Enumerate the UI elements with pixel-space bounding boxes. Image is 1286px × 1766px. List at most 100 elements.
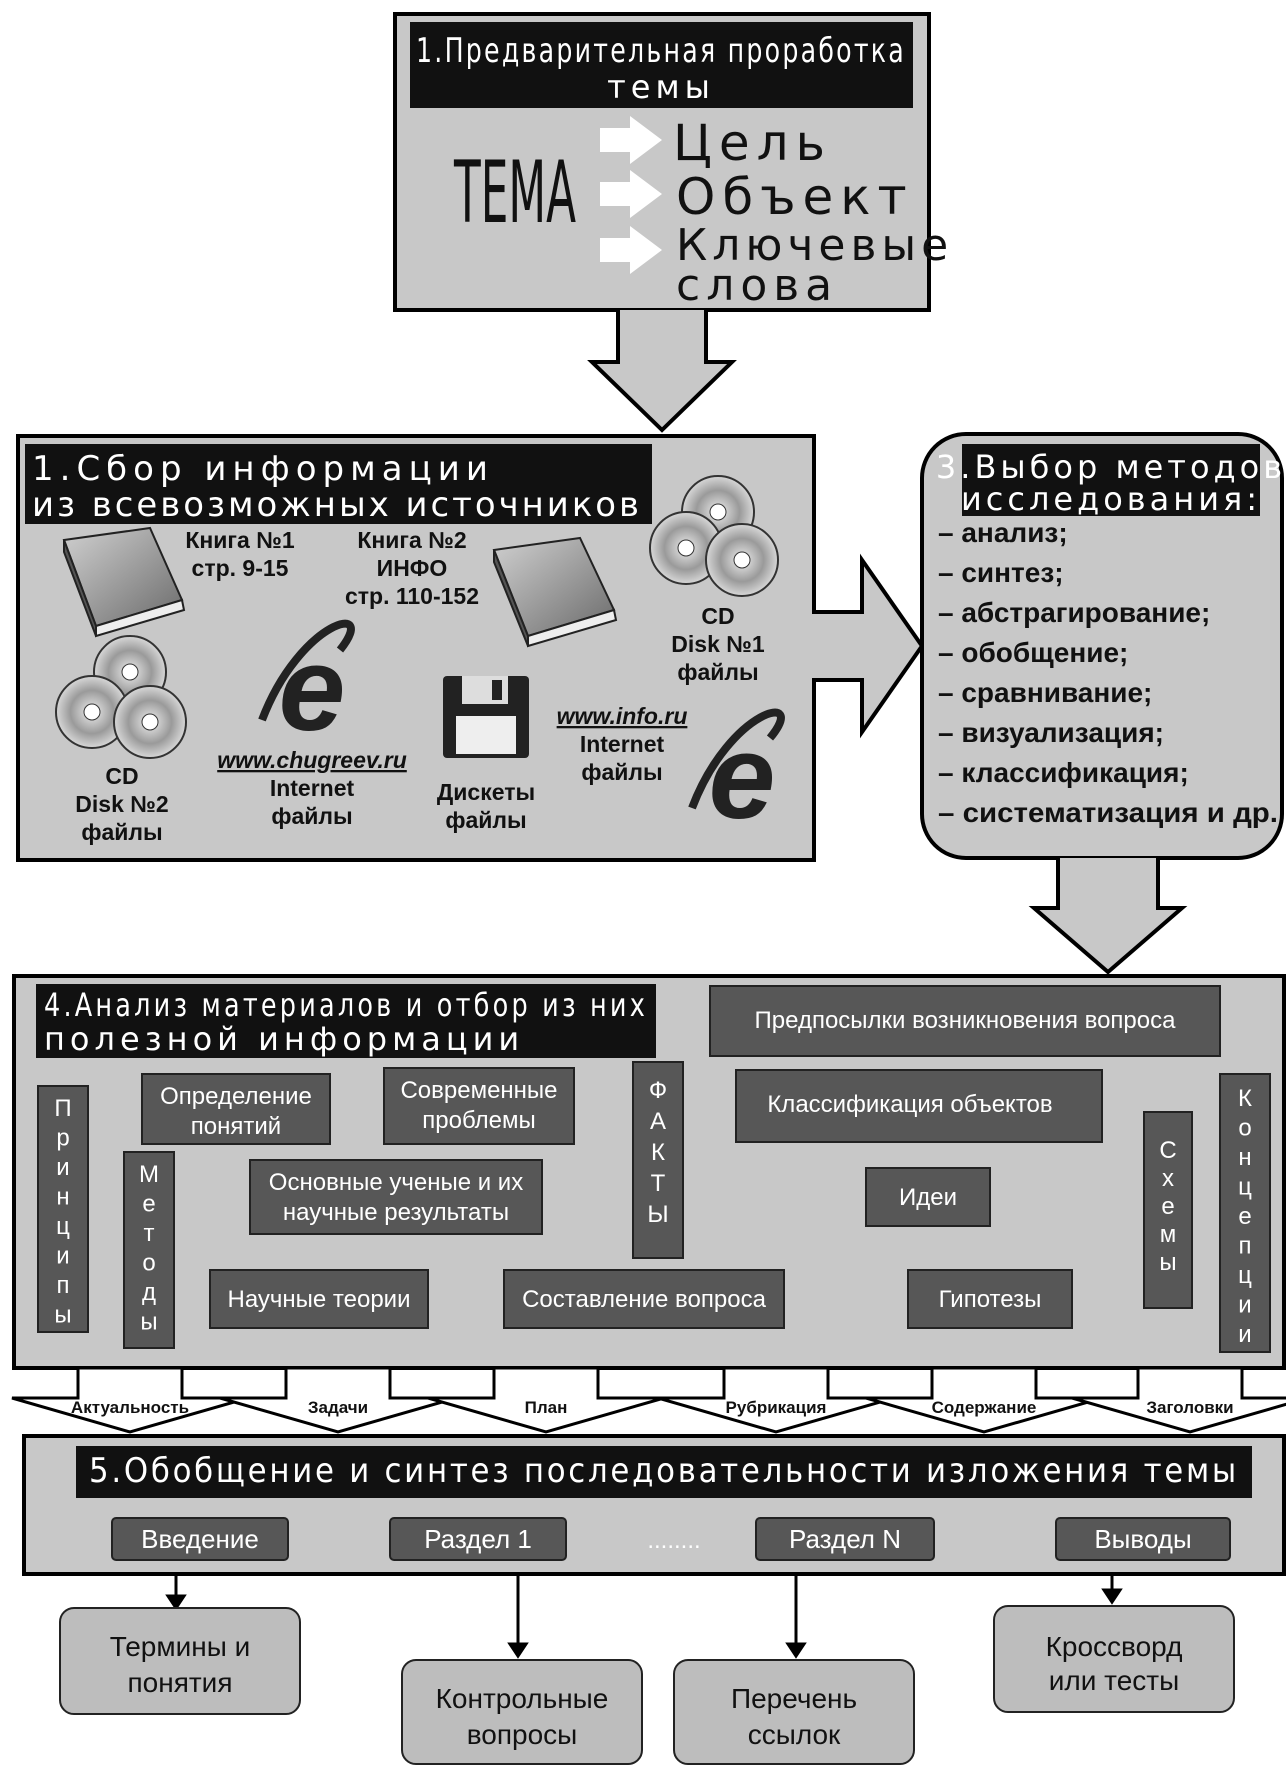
band-arrow-label: Рубрикация (726, 1398, 827, 1417)
step1-item-words: слова (676, 260, 838, 311)
control-questions-line2: вопросы (467, 1719, 578, 1750)
principles-letter: П (54, 1095, 71, 1122)
theories-box (209, 1269, 429, 1329)
concepts-letter: о (1238, 1115, 1251, 1142)
step2-title-line1: 1.Сбор информации (32, 449, 494, 489)
links-line1: Перечень (731, 1683, 857, 1714)
section-introduction (111, 1517, 289, 1561)
section-n-label: Раздел N (789, 1524, 901, 1554)
modern-problems-box (383, 1067, 575, 1145)
section-n (755, 1517, 935, 1561)
methods-letter: т (144, 1220, 155, 1247)
concepts-letter: е (1238, 1203, 1251, 1230)
method-item: – обобщение; (938, 637, 1128, 668)
schemes-letter: е (1161, 1193, 1174, 1220)
scientists-line2: научные результаты (283, 1199, 509, 1226)
question-label: Составление вопроса (522, 1286, 766, 1313)
arrow-right-icon (600, 116, 662, 164)
band-arrow (219, 1366, 457, 1434)
concepts-letter: ц (1238, 1174, 1252, 1201)
step1-title-bar (410, 22, 913, 108)
cd2-name: Disk №2 (75, 791, 168, 817)
band-arrow (1071, 1366, 1286, 1434)
section-conclusions-label: Выводы (1094, 1524, 1191, 1554)
step5-block: 5.Обобщение и синтез последовательности … (22, 1434, 1286, 1576)
principles-letter: ы (54, 1302, 71, 1329)
modern-problems-line2: проблемы (422, 1107, 535, 1134)
band-arrow (11, 1366, 249, 1434)
step4-block: 4.Анализ материалов и отбор из них полез… (12, 974, 1286, 1370)
facts-letter: Ф (649, 1077, 667, 1104)
band-arrow-label: Задачи (308, 1398, 368, 1417)
scientists-box (249, 1159, 543, 1235)
section-conclusions (1055, 1517, 1231, 1561)
step1-item-keywords: Ключевые (676, 220, 953, 271)
step4-title-line2: полезной информации (44, 1020, 524, 1058)
section-ellipsis: ........ (647, 1527, 700, 1554)
concepts-letter: п (1239, 1233, 1252, 1260)
schemes-box (1143, 1111, 1193, 1309)
section-1-label: Раздел 1 (424, 1524, 532, 1554)
web1-label: Internet (270, 775, 355, 801)
web1-url[interactable]: www.chugreev.ru (217, 747, 407, 773)
facts-letter: А (650, 1108, 666, 1135)
classification-box (735, 1069, 1103, 1143)
cd2-files: файлы (81, 819, 162, 845)
cd2-label: CD (105, 763, 138, 789)
step1-block: 1.Предварительная проработка темы ТЕМА Ц… (393, 12, 953, 312)
connectors (165, 1574, 1123, 1659)
step2-title-bar (25, 444, 652, 524)
band-arrow-label: Заголовки (1146, 1398, 1233, 1417)
step3-title-line2: исследования: (961, 480, 1261, 518)
schemes-letter: м (1160, 1221, 1177, 1248)
web2-url[interactable]: www.info.ru (557, 703, 688, 729)
schemes-letter: С (1159, 1137, 1176, 1164)
step2-block: 1.Сбор информации из всевозможных источн… (16, 434, 925, 862)
tema-label: ТЕМА (453, 143, 576, 243)
hypotheses-box (907, 1269, 1073, 1329)
floppy-label: Дискеты (437, 779, 535, 805)
step3-title-line1: 3.Выбор методов (936, 448, 1286, 486)
book-icon (492, 536, 618, 648)
band-arrow-label: Содержание (932, 1398, 1037, 1417)
preconditions-label: Предпосылки возникновения вопроса (755, 1007, 1177, 1034)
scientists-line1: Основные ученые и их (269, 1169, 523, 1196)
step5-title-bar (76, 1446, 1252, 1498)
schemes-letter: ы (1159, 1249, 1176, 1276)
concepts-letter: и (1238, 1321, 1251, 1348)
arrow-right-icon (600, 170, 662, 218)
step4-title-line1: 4.Анализ материалов и отбор из них (44, 986, 648, 1024)
concepts-letter: н (1238, 1144, 1251, 1171)
step1-title-line2: темы (607, 68, 715, 106)
method-item: – анализ; (938, 517, 1068, 548)
definition-line1: Определение (160, 1083, 312, 1110)
cd1-files: файлы (677, 659, 758, 685)
book2-subtitle: ИНФО (377, 555, 448, 581)
principles-letter: н (56, 1184, 69, 1211)
methods-letter: ы (140, 1309, 157, 1336)
section-introduction-label: Введение (141, 1524, 259, 1554)
terms-box (59, 1607, 301, 1715)
links-box (673, 1659, 915, 1765)
step5-title: 5.Обобщение и синтез последовательности … (89, 1451, 1239, 1491)
principles-letter: и (56, 1154, 69, 1181)
method-item: – систематизация и др. (938, 797, 1278, 828)
methods-letter: М (139, 1161, 159, 1188)
book-icon (62, 526, 186, 638)
internet-explorer-icon: e (688, 708, 785, 844)
hypotheses-label: Гипотезы (939, 1286, 1042, 1313)
step1-item-goal: Цель (673, 114, 832, 172)
facts-box (632, 1061, 684, 1259)
band-arrow (657, 1366, 895, 1434)
band-arrow (865, 1366, 1103, 1434)
arrow-down-icon (587, 310, 737, 433)
book1-label: Книга №1 (185, 527, 294, 553)
cd1-label: CD (701, 603, 734, 629)
floppy-files: файлы (445, 807, 526, 833)
cd-disk-icon (55, 635, 187, 759)
arrow-down-icon (1028, 858, 1188, 975)
web2-label: Internet (580, 731, 665, 757)
principles-letter: р (56, 1125, 69, 1152)
